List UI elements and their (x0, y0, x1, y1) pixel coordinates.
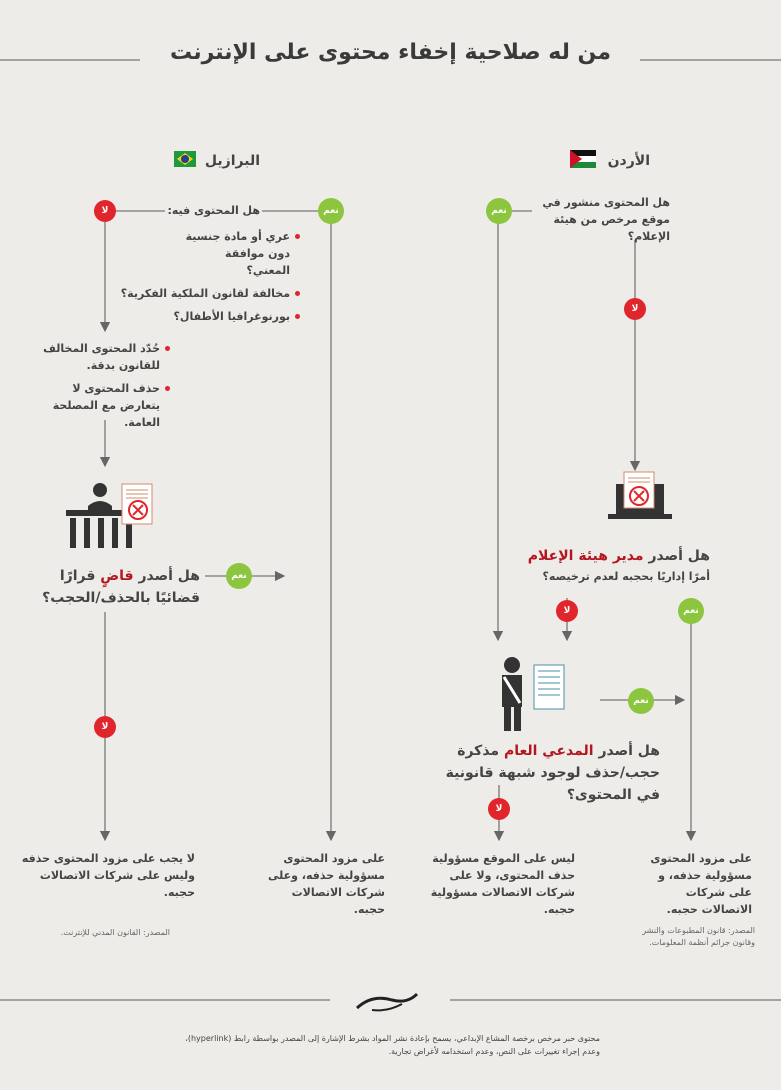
jordan-director-question: هل أصدر مدير هيئة الإعلام (510, 545, 710, 567)
badge-yes: نعم (678, 598, 704, 624)
badge-no: لا (94, 200, 116, 222)
judge-q-red: قاضٍ (100, 568, 134, 584)
brazil-q1-item-1: عري أو مادة جنسية دون موافقة المعني؟ (180, 228, 300, 279)
judge-icon (66, 483, 153, 548)
brazil-q1-list: عري أو مادة جنسية دون موافقة المعني؟ مخا… (120, 228, 300, 331)
badge-yes: نعم (486, 198, 512, 224)
judge-q-post: قرارًا قضائيًا بالحذف/الحجب؟ (42, 568, 200, 606)
brazil-q1-head: هل المحتوى فيه: (167, 204, 260, 217)
judge-q-pre: هل أصدر (138, 568, 200, 584)
jordan-flag-icon (570, 150, 596, 168)
badge-yes: نعم (628, 688, 654, 714)
brazil-q1-item-3: بورنوغرافيا الأطفال؟ (120, 308, 300, 325)
country-brazil: البرازيل (204, 153, 260, 169)
jordan-outcome-no: ليس على الموقع مسؤولية حذف المحتوى، ولا … (430, 852, 575, 916)
prosecutor-q-red: المدعي العام (503, 743, 594, 759)
jordan-director-q-post: أمرًا إداريًا بحجبه لعدم ترخيصه؟ (542, 570, 710, 583)
jordan-outcome-yes: على مزود المحتوى مسؤولية حذفه، و على شرك… (650, 852, 752, 916)
brazil-q1-item-2: مخالفة لقانون الملكية الفكرية؟ (120, 285, 300, 302)
logo-icon (355, 992, 419, 1012)
badge-yes: نعم (318, 198, 344, 224)
brazil-outcome-yes: على مزود المحتوى مسؤولية حذفه، وعلى شركا… (268, 852, 385, 916)
country-jordan: الأردن (607, 153, 650, 169)
brazil-conditions: حُدّد المحتوى المخالف للقانون بدقة. حذف … (40, 340, 170, 437)
badge-yes: نعم (226, 563, 252, 589)
badge-no: لا (556, 600, 578, 622)
prosecutor-icon (502, 657, 565, 731)
brazil-flag-icon (174, 151, 196, 167)
brazil-condition-1: حُدّد المحتوى المخالف للقانون بدقة. (40, 340, 170, 374)
brazil-condition-2: حذف المحتوى لا يتعارض مع المصلحة العامة. (40, 380, 170, 431)
badge-no: لا (624, 298, 646, 320)
director-q-red: مدير هيئة الإعلام (527, 548, 644, 564)
brazil-source: المصدر: القانون المدني للإنترنت. (60, 928, 170, 937)
jordan-prosecutor-question: هل أصدر المدعي العام مذكرة حجب/حذف لوجود… (420, 740, 660, 806)
jordan-q1: هل المحتوى منشور في موقع مرخص من هيئة ال… (542, 196, 670, 243)
badge-no: لا (488, 798, 510, 820)
laptop-icon (608, 471, 672, 519)
badge-no: لا (94, 716, 116, 738)
prosecutor-q-pre: هل أصدر (598, 743, 660, 759)
page-title: من له صلاحية إخفاء محتوى على الإنترنت (170, 40, 611, 65)
prosecutor-q-post: مذكرة حجب/حذف لوجود شبهة قانونية في المح… (445, 743, 660, 803)
brazil-outcome-no: لا يجب على مزود المحتوى حذفه وليس على شر… (21, 852, 195, 899)
footer-license: محتوى حبر مرخص برخصة المشاع الإبداعي، يس… (185, 1034, 600, 1056)
jordan-source: المصدر: قانون المطبوعات والنشر وقانون جر… (642, 926, 755, 947)
director-q-pre: هل أصدر (648, 548, 710, 564)
brazil-judge-question: هل أصدر قاضٍ قرارًا قضائيًا بالحذف/الحجب… (20, 565, 200, 609)
